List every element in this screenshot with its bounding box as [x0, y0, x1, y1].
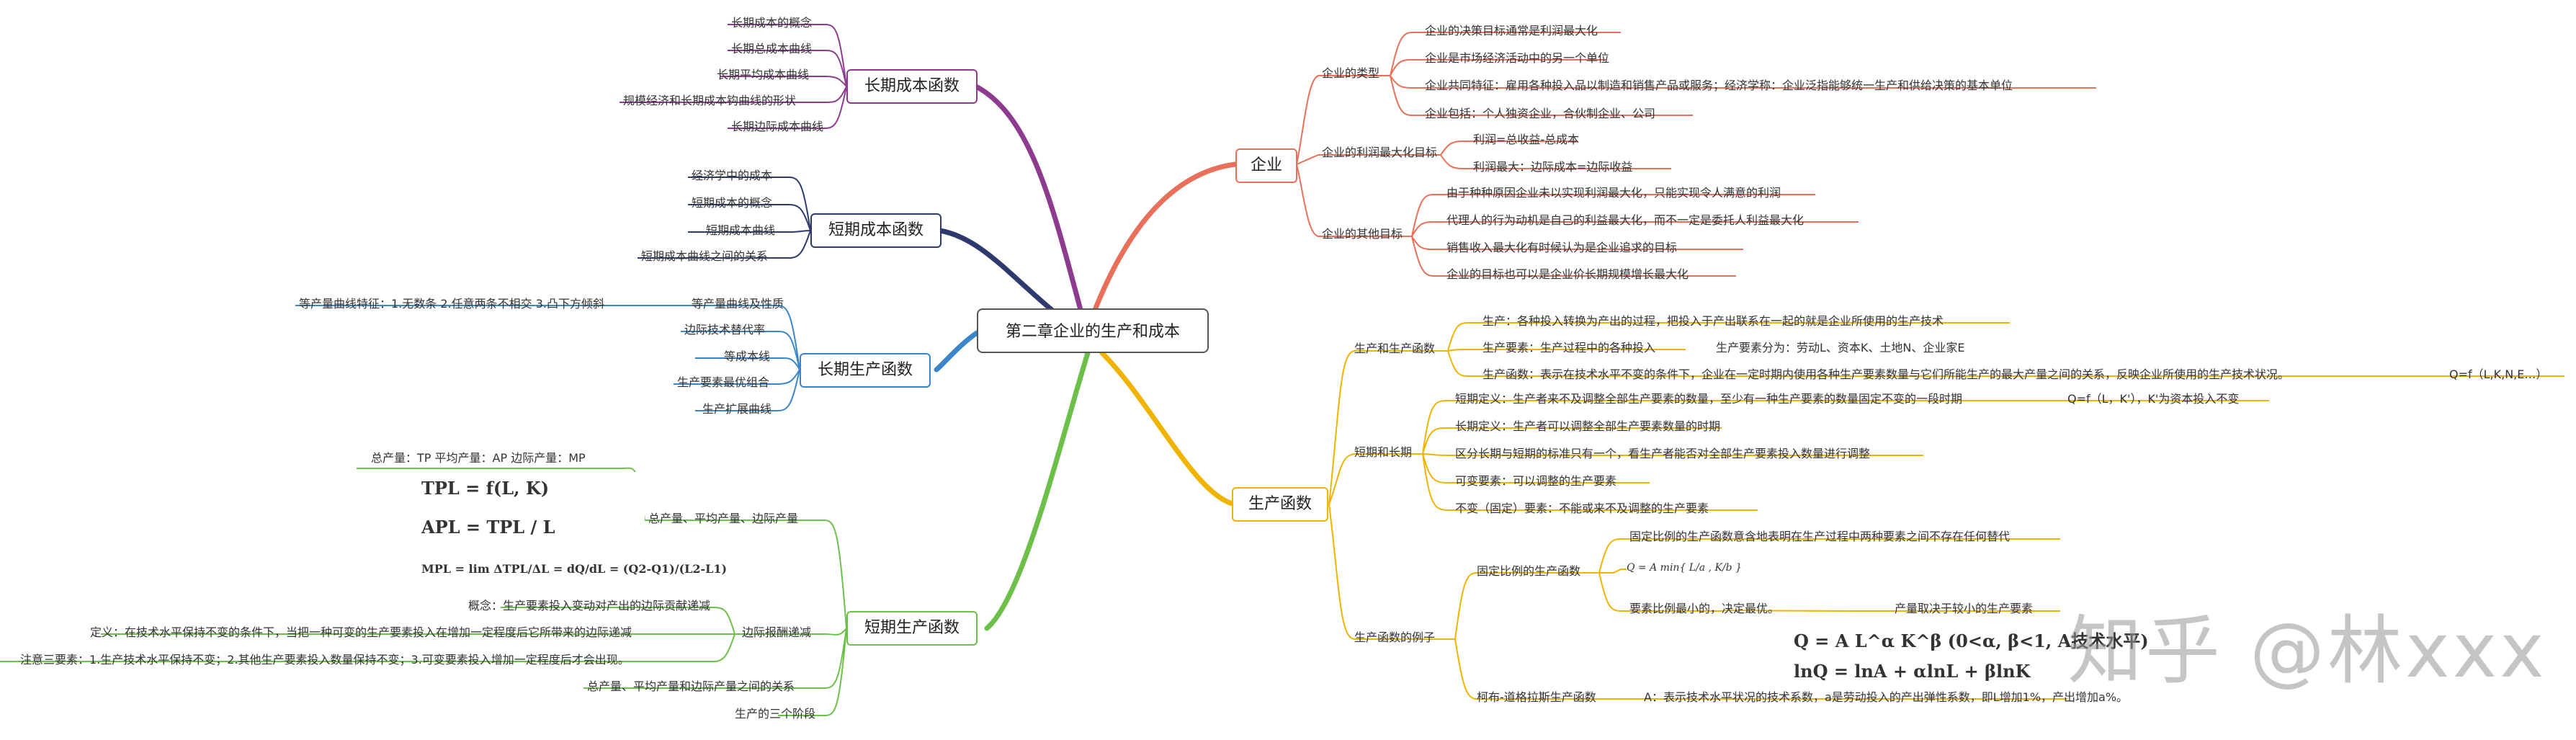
longcost-item-2: 长期总成本曲线: [731, 42, 813, 55]
prod-fixed-label[interactable]: 固定比例的生产函数: [1477, 564, 1581, 578]
prod-fixed-item-2: 要素比例最小的，决定最优。: [1629, 602, 1780, 615]
shortprod-sub2-item-1: 概念：生产要素投入变动对产出的边际贡献递减: [468, 599, 711, 612]
branch-production[interactable]: 生产函数: [1232, 487, 1328, 522]
prod-fixed-item-1: 固定比例的生产函数意含地表明在生产过程中两种要素之间不存在任何替代: [1629, 530, 2011, 543]
firm-profit-item-1: 利润=总收益-总成本: [1473, 133, 1580, 146]
prod-sub2-item-4: 区分长期与短期的标准只有一个，看生产者能否对全部生产要素投入数量进行调整: [1455, 447, 1871, 460]
longprod-item-6: 生产扩展曲线: [702, 402, 772, 416]
branch-longcost[interactable]: 长期成本函数: [846, 69, 978, 104]
prod-sub3-label[interactable]: 生产函数的例子: [1354, 630, 1436, 644]
prod-sub1-item-5: Q=f（L,K,N,E…）: [2449, 367, 2548, 381]
firm-profit-label[interactable]: 企业的利润最大化目标: [1322, 146, 1438, 159]
root-topic[interactable]: 第二章企业的生产和成本: [977, 308, 1209, 353]
firm-type-item-4: 企业包括：个人独资企业，合伙制企业、公司: [1425, 107, 1656, 120]
prod-cobb-label[interactable]: 柯布-道格拉斯生产函数: [1477, 690, 1596, 704]
firm-other-item-3: 销售收入最大化有时候认为是企业追求的目标: [1446, 241, 1678, 254]
shortcost-item-1: 经济学中的成本: [692, 169, 773, 182]
prod-sub2-item-3: 长期定义：生产者可以调整全部生产要素数量的时期: [1455, 419, 1721, 433]
cobb-formula-1: Q = A L^α K^β (0<α, β<1, A技术水平): [1794, 630, 2149, 651]
formula-tp: TPL = f(L, K): [421, 478, 550, 499]
firm-other-label[interactable]: 企业的其他目标: [1322, 227, 1403, 241]
branch-firm[interactable]: 企业: [1235, 148, 1297, 183]
prod-sub2-item-2: Q=f（L，K'），K'为资本投入不变: [2067, 392, 2240, 406]
firm-type-item-2: 企业是市场经济活动中的另一个单位: [1425, 51, 1610, 65]
firm-types-label[interactable]: 企业的类型: [1322, 66, 1380, 80]
prod-sub2-label[interactable]: 短期和长期: [1354, 445, 1413, 459]
longcost-item-5: 长期边际成本曲线: [731, 120, 824, 133]
watermark: 知乎 @林xxx: [2067, 607, 2547, 695]
branch-shortcost[interactable]: 短期成本函数: [810, 213, 942, 248]
longcost-item-1: 长期成本的概念: [731, 16, 813, 30]
formula-ap: APL = TPL / L: [421, 517, 555, 538]
shortcost-item-4: 短期成本曲线之间的关系: [641, 249, 769, 263]
product-formulas: TPL = f(L, K) APL = TPL / L MPL = lim ΔT…: [414, 472, 727, 594]
prod-cobb-item-1: A：表示技术水平状况的技术系数，a是劳动投入的产出弹性系数，即L增加1%，产出增…: [1644, 690, 2129, 704]
prod-sub2-item-5: 可变要素：可以调整的生产要素: [1455, 474, 1617, 488]
longprod-item-3: 边际技术替代率: [684, 323, 766, 336]
cobb-douglas-formula: Q = A L^α K^β (0<α, β<1, A技术水平) lnQ = ln…: [1786, 623, 2149, 692]
prod-sub2-item-1: 短期定义：生产者来不及调整全部生产要素的数量，至少有一种生产要素的数量固定不变的…: [1455, 392, 1963, 406]
firm-type-item-1: 企业的决策目标通常是利润最大化: [1425, 24, 1598, 37]
shortprod-sub2-item-2: 定义：在技术水平保持不变的条件下，当把一种可变的生产要素投入在增加一定程度后它所…: [90, 625, 632, 639]
shortprod-sub2-item-3: 注意三要素：1.生产技术水平保持不变；2.其他生产要素投入数量保持不变；3.可变…: [20, 653, 630, 667]
prod-sub1-item-3: 生产要素分为：劳动L、资本K、土地N、企业家E: [1716, 341, 1965, 355]
prod-fixed-item-3: 产量取决于较小的生产要素: [1895, 602, 2034, 615]
shortprod-sub1-label[interactable]: 总产量、平均产量、边际产量: [648, 512, 799, 525]
shortprod-item-2: 生产的三个阶段: [735, 707, 816, 721]
longcost-item-4: 规模经济和长期成本钩曲线的形状: [623, 94, 797, 107]
longcost-item-3: 长期平均成本曲线: [717, 68, 810, 81]
branch-longprod[interactable]: 长期生产函数: [800, 353, 931, 388]
prod-sub1-item-4: 生产函数：表示在技术水平不变的条件下，企业在一定时期内使用各种生产要素数量与它们…: [1482, 367, 2290, 381]
longprod-item-2: 等产量曲线特征：1.无数条 2.任意两条不相交 3.凸下方倾斜: [299, 297, 604, 311]
shortprod-sub1-item-1: 总产量：TP 平均产量：AP 边际产量：MP: [371, 451, 586, 465]
firm-type-item-3: 企业共同特征：雇用各种投入品以制造和销售产品或服务；经济学称：企业泛指能够统一生…: [1425, 79, 2013, 92]
prod-sub1-item-1: 生产：各种投入转换为产出的过程，把投入于产出联系在一起的就是企业所使用的生产技术: [1482, 314, 1944, 328]
shortprod-item-1: 总产量、平均产量和边际产量之间的关系: [587, 679, 795, 693]
firm-profit-item-2: 利润最大：边际成本=边际收益: [1473, 160, 1633, 174]
formula-mp: MPL = lim ΔTPL/ΔL = dQ/dL = (Q2-Q1)/(L2-…: [421, 562, 728, 576]
shortcost-item-2: 短期成本的概念: [692, 196, 773, 210]
prod-sub2-item-6: 不变（固定）要素：不能或来不及调整的生产要素: [1455, 501, 1709, 515]
longprod-item-5: 生产要素最优组合: [677, 375, 770, 389]
fixed-proportion-formula: Q = A min{ L/a , K/b }: [1627, 548, 1742, 591]
fixed-formula-text: Q = A min{ L/a , K/b }: [1627, 562, 1743, 574]
longprod-item-4: 等成本线: [724, 349, 771, 363]
cobb-formula-2: lnQ = lnA + αlnL + βlnK: [1794, 661, 2031, 682]
branch-shortprod[interactable]: 短期生产函数: [846, 611, 978, 646]
longprod-item-1: 等产量曲线及性质: [692, 297, 784, 311]
prod-sub1-item-2: 生产要素：生产过程中的各种投入: [1482, 341, 1656, 355]
shortprod-sub2-label[interactable]: 边际报酬递减: [742, 625, 812, 639]
firm-other-item-4: 企业的目标也可以是企业价长期规模增长最大化: [1446, 267, 1689, 281]
firm-other-item-2: 代理人的行为动机是自己的利益最大化，而不一定是委托人利益最大化: [1446, 213, 1804, 227]
prod-sub1-label[interactable]: 生产和生产函数: [1354, 342, 1436, 355]
shortcost-item-3: 短期成本曲线: [706, 223, 776, 237]
firm-other-item-1: 由于种种原因企业未以实现利润最大化，只能实现令人满意的利润: [1446, 186, 1781, 200]
